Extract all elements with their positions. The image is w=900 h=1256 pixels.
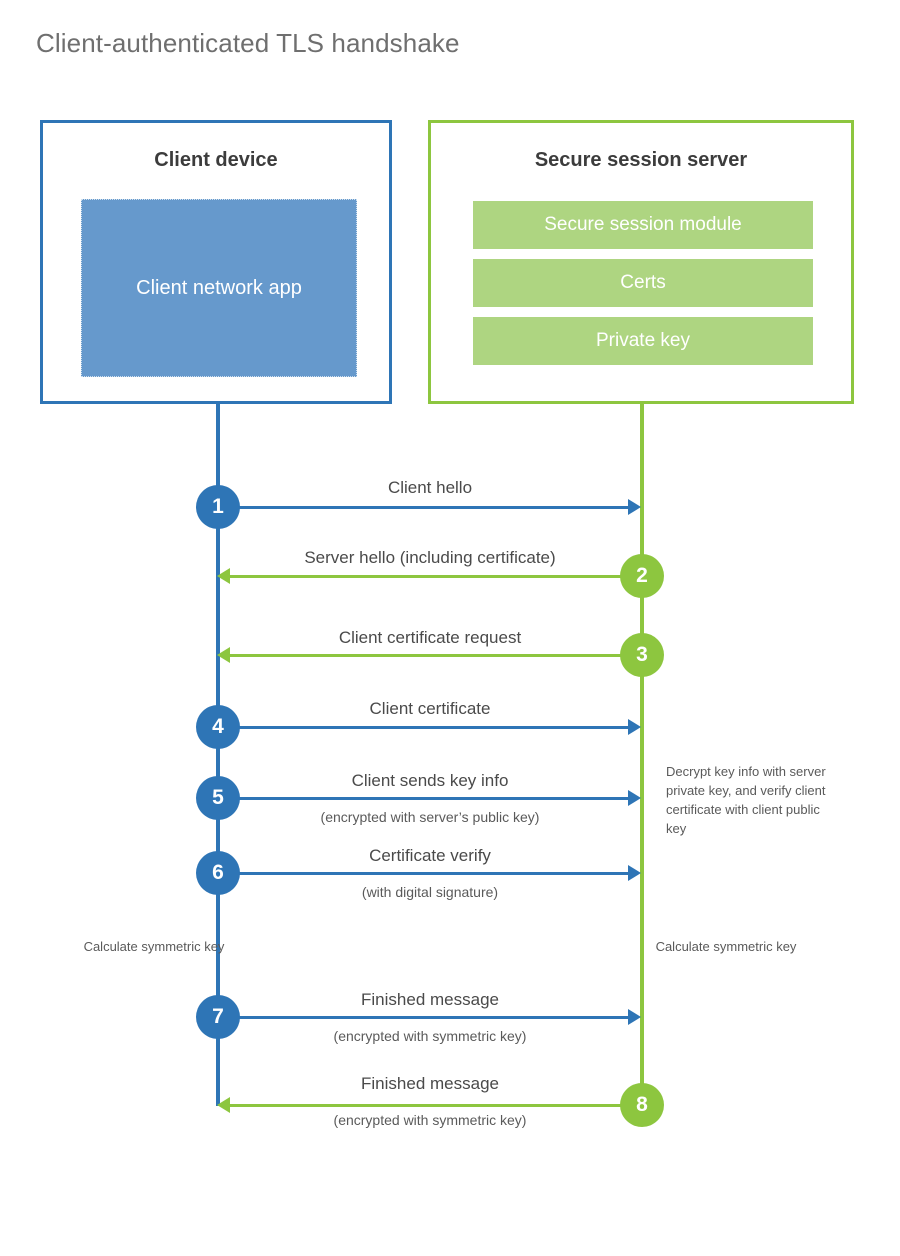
server-lifeline <box>640 404 644 1106</box>
step-2-circle[interactable]: 2 <box>620 554 664 598</box>
step-7-arrow-line <box>218 1016 628 1019</box>
page-title: Client-authenticated TLS handshake <box>36 28 460 58</box>
step-1-label: Client hello <box>387 478 473 497</box>
step-3-arrow-line <box>230 654 642 657</box>
step-8-arrow-head <box>217 1097 230 1113</box>
server-module-item: Private key <box>473 317 813 365</box>
step-4-label: Client certificate <box>369 699 491 718</box>
step-8-circle[interactable]: 8 <box>620 1083 664 1127</box>
step-2-arrow-line <box>230 575 642 578</box>
server-decrypt-note: Decrypt key info with server private key… <box>666 764 826 836</box>
client-device-box: Client device Client network app <box>40 120 392 404</box>
client-device-title: Client device <box>154 149 278 171</box>
server-modules-list: Secure session module Certs Private key <box>473 201 813 375</box>
step-2-arrow-head <box>217 568 230 584</box>
step-4-arrow-head <box>628 719 641 735</box>
step-7-circle[interactable]: 7 <box>196 995 240 1039</box>
step-5-arrow-head <box>628 790 641 806</box>
server-calculate-note: Calculate symmetric key <box>655 939 797 954</box>
step-1-arrow-line <box>218 506 628 509</box>
step-4-circle[interactable]: 4 <box>196 705 240 749</box>
secure-session-server-box: Secure session server Secure session mod… <box>428 120 854 404</box>
server-module-item: Certs <box>473 259 813 307</box>
step-8-sublabel: (encrypted with symmetric key) <box>333 1112 527 1128</box>
step-5-sublabel: (encrypted with server’s public key) <box>320 809 540 825</box>
step-5-arrow-line <box>218 797 628 800</box>
step-7-sublabel: (encrypted with symmetric key) <box>333 1028 527 1044</box>
step-7-label: Finished message <box>361 990 499 1009</box>
step-2-label: Server hello (including certificate) <box>304 548 556 567</box>
step-5-label: Client sends key info <box>351 771 509 790</box>
step-6-circle[interactable]: 6 <box>196 851 240 895</box>
step-6-label: Certificate verify <box>369 846 491 865</box>
step-6-arrow-line <box>218 872 628 875</box>
step-1-arrow-head <box>628 499 641 515</box>
step-5-circle[interactable]: 5 <box>196 776 240 820</box>
step-3-label: Client certificate request <box>338 628 522 647</box>
client-calculate-note: Calculate symmetric key <box>83 939 225 954</box>
client-network-app-label: Client network app <box>136 276 302 299</box>
client-network-app-box: Client network app <box>81 199 357 377</box>
secure-session-server-title: Secure session server <box>534 149 748 171</box>
step-6-arrow-head <box>628 865 641 881</box>
step-3-circle[interactable]: 3 <box>620 633 664 677</box>
step-8-label: Finished message <box>361 1074 499 1093</box>
server-module-item: Secure session module <box>473 201 813 249</box>
step-7-arrow-head <box>628 1009 641 1025</box>
step-1-circle[interactable]: 1 <box>196 485 240 529</box>
step-4-arrow-line <box>218 726 628 729</box>
step-3-arrow-head <box>217 647 230 663</box>
client-lifeline <box>216 404 220 1106</box>
step-6-sublabel: (with digital signature) <box>361 884 499 900</box>
step-8-arrow-line <box>230 1104 642 1107</box>
